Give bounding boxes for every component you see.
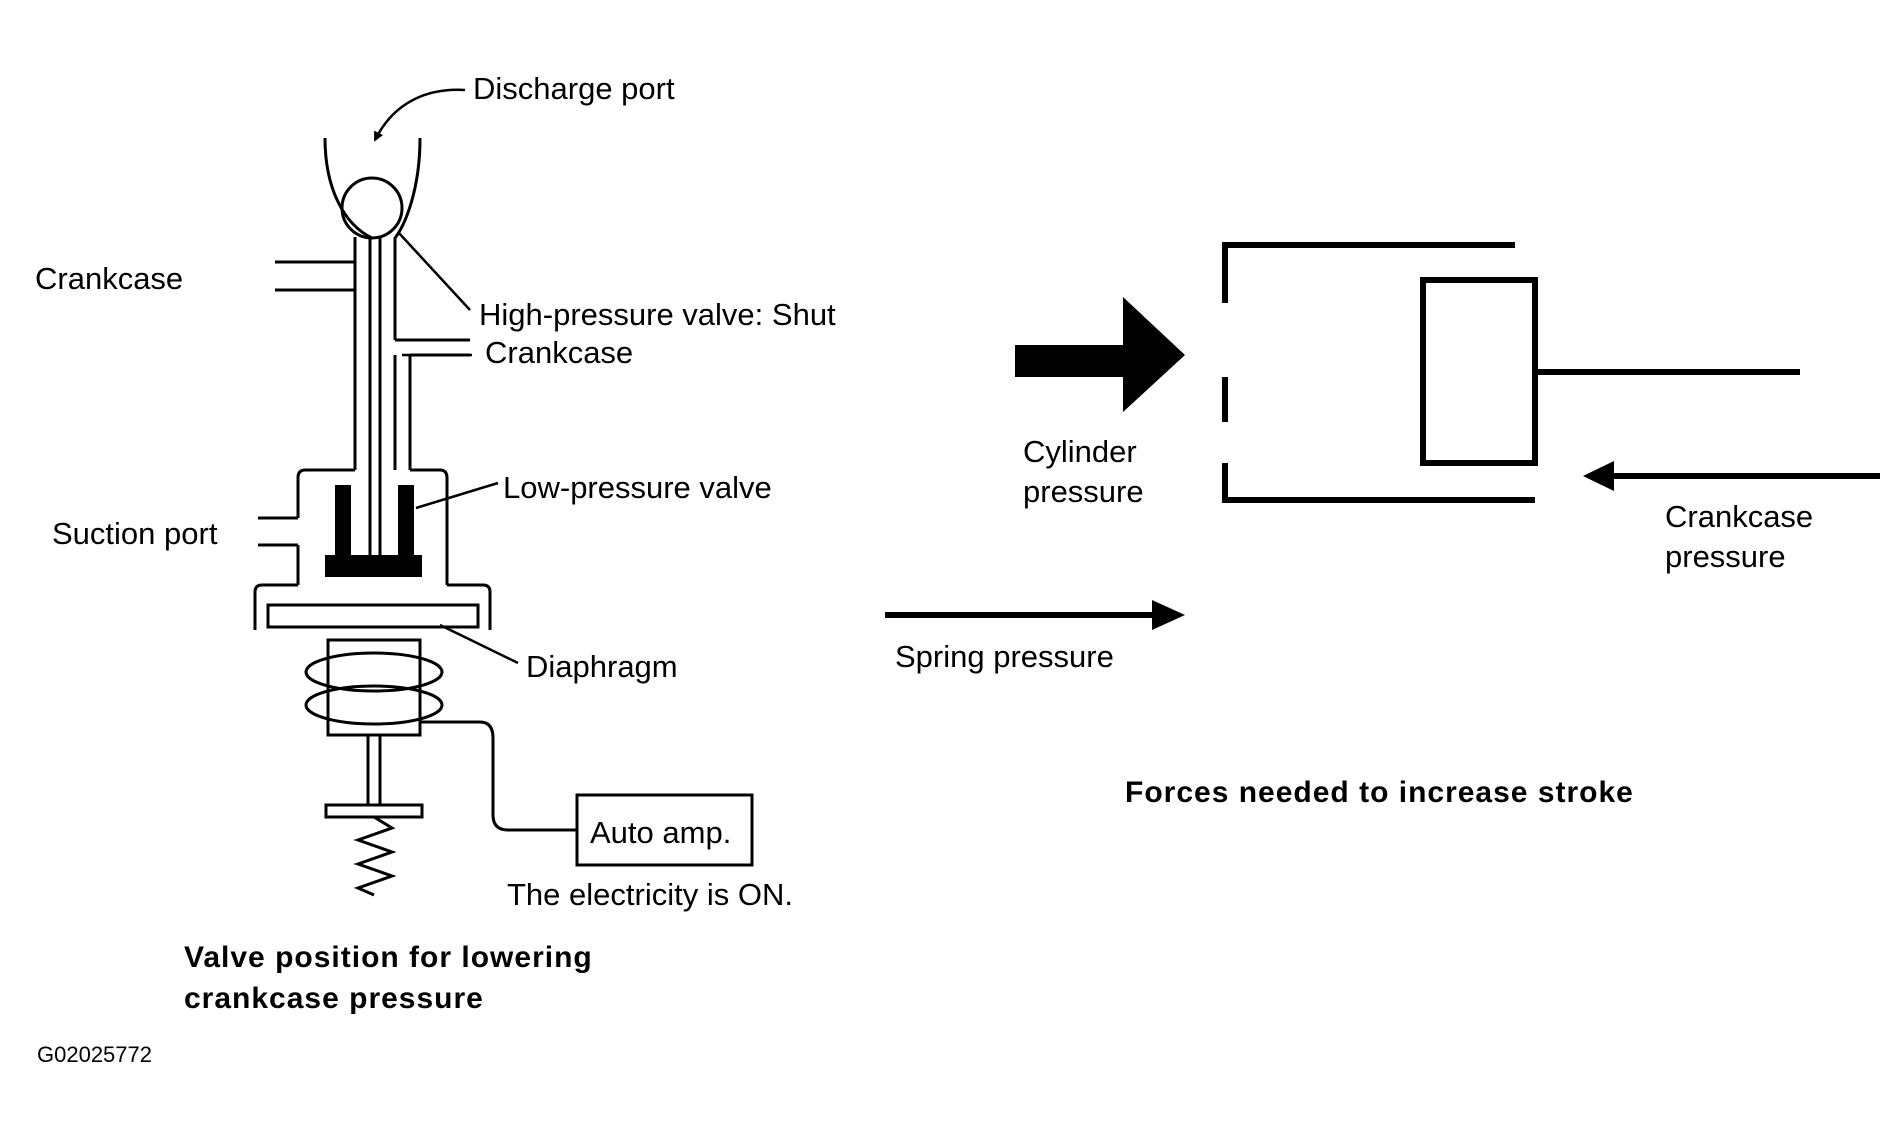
solenoid-coil-upper: [304, 651, 444, 693]
label-crankcase-pressure-line2: pressure: [1665, 539, 1786, 574]
label-high-pressure-valve: High-pressure valve: Shut: [479, 297, 836, 332]
solenoid-coil-lower: [304, 684, 444, 726]
auto-amp-label: Auto amp.: [590, 815, 731, 850]
low-pressure-valve: [325, 485, 422, 577]
diaphragm-housing-left: [253, 583, 298, 630]
chamber-top-right: [410, 468, 449, 585]
signal-wire: [420, 720, 577, 832]
leader-low-pressure-valve: [415, 481, 499, 510]
cylinder-pressure-arrow: [1015, 297, 1185, 412]
left-caption-line1: Valve position for lowering: [184, 941, 593, 974]
discharge-funnel-left: [323, 137, 373, 240]
crankcase-pressure-arrow: [1583, 461, 1880, 491]
label-spring-pressure: Spring pressure: [895, 639, 1114, 674]
return-spring: [353, 815, 397, 897]
discharge-arrow: [373, 88, 466, 142]
auto-amp-box: [575, 793, 754, 867]
leader-lines: [373, 88, 519, 665]
cylinder-bottom-wall: [1222, 463, 1535, 503]
label-low-pressure-valve: Low-pressure valve: [503, 470, 772, 505]
cylinder-drawing: [1222, 242, 1800, 503]
piston: [1420, 277, 1538, 466]
label-diaphragm: Diaphragm: [526, 649, 678, 684]
diaphragm-housing-right: [447, 583, 492, 630]
right-caption: Forces needed to increase stroke: [1125, 776, 1634, 809]
chamber-top-left: [296, 468, 355, 518]
electricity-status: The electricity is ON.: [507, 877, 793, 912]
label-discharge-port: Discharge port: [473, 71, 675, 106]
leader-diaphragm: [439, 623, 519, 665]
figure-code: G02025772: [37, 1042, 152, 1067]
cylinder-top-wall: [1222, 242, 1515, 303]
control-valve-drawing: [253, 137, 754, 897]
leader-high-pressure-valve: [397, 231, 471, 311]
label-cylinder-pressure-line1: Cylinder: [1023, 434, 1137, 469]
label-crankcase-left: Crankcase: [35, 261, 183, 296]
label-crankcase-right: Crankcase: [485, 335, 633, 370]
label-suction-port: Suction port: [52, 516, 218, 551]
diaphragm-plate: [266, 603, 480, 629]
label-cylinder-pressure-line2: pressure: [1023, 474, 1144, 509]
left-caption-line2: crankcase pressure: [184, 982, 484, 1015]
label-crankcase-pressure-line1: Crankcase: [1665, 499, 1813, 534]
spring-pressure-arrow: [885, 600, 1185, 630]
spring-seat: [324, 803, 424, 819]
high-pressure-ball: [340, 176, 404, 240]
